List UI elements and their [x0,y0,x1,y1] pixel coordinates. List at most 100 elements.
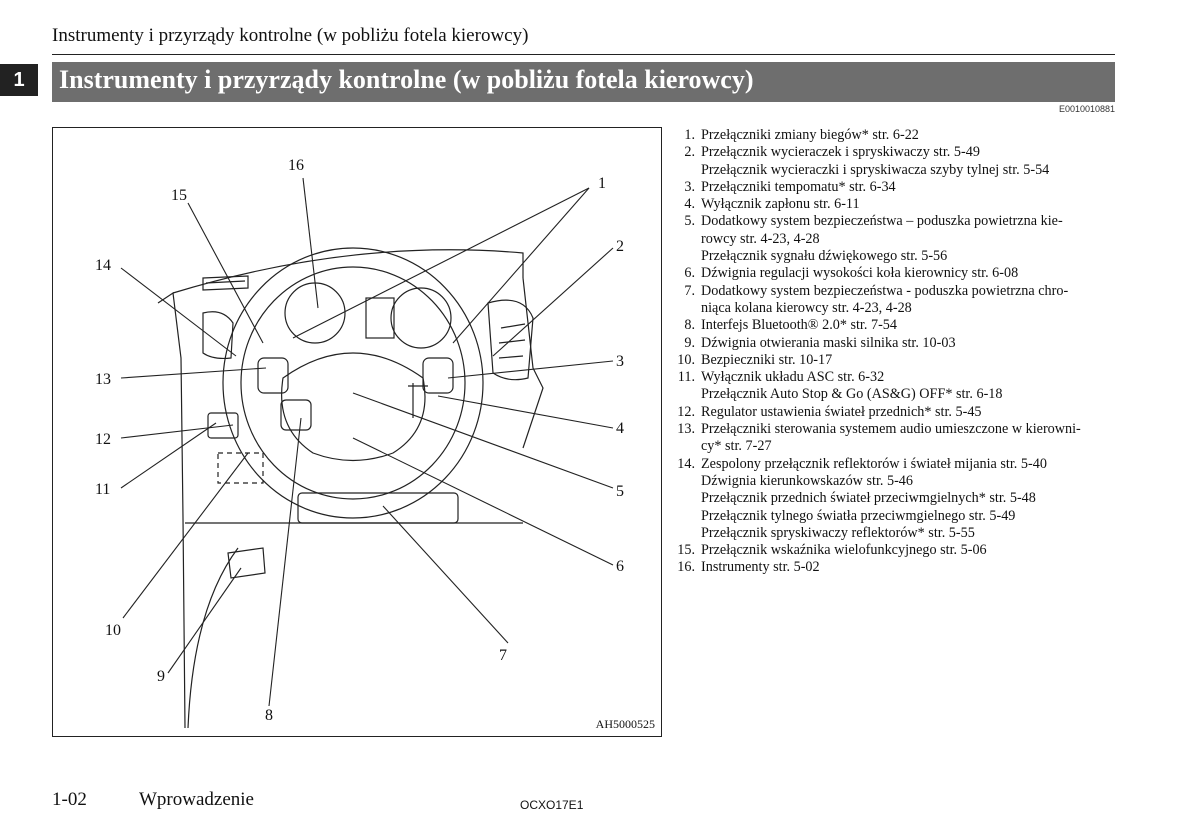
list-item-number: 8. [684,317,695,334]
list-item-number: 10. [677,351,695,368]
right-vent [487,299,534,381]
callout-12: 12 [95,431,111,448]
list-item-number: 4. [684,196,695,213]
footer-code: OCXO17E1 [520,798,584,812]
doc-code: E0010010881 [1058,104,1115,114]
list-item-text: Zespolony przełącznik reflektorów i świa… [701,455,1047,472]
list-item-text: Instrumenty str. 5-02 [701,559,820,576]
dashboard-right-edge [522,277,544,449]
callout-8: 8 [265,707,273,724]
list-item-text: Przełącznik wycieraczek i spryskiwaczy s… [701,144,980,161]
list-item: 12. Regulator ustawienia świateł przednic… [675,404,1115,421]
steering-wheel-rim [222,247,484,519]
knee-airbag [297,492,459,524]
list-item-text: Przełącznik tylnego światła przeciwmgiel… [701,507,1016,524]
cruise-switches [422,357,454,394]
list-item-number: 9. [684,334,695,351]
lower-console [185,522,523,729]
callout-5: 5 [616,483,624,500]
list-item-number: 11. [677,369,695,386]
tachometer [284,282,346,344]
list-item-text: Dodatkowy system bezpieczeństwa – podusz… [701,213,1063,230]
running-header: Instrumenty i przyrządy kontrolne (w pob… [52,25,529,46]
figure-box: 1 2 3 4 5 6 7 8 9 10 11 12 13 14 15 16 A… [52,127,662,737]
list-item-text: Przełączniki sterowania systemem audio u… [701,421,1081,438]
speedometer [390,287,452,349]
list-item-number: 5. [684,213,695,230]
chapter-tab: 1 [0,64,38,96]
list-item-number: 14. [677,455,695,472]
section-title: Instrumenty i przyrządy kontrolne (w pob… [59,65,754,94]
callout-4: 4 [616,420,624,437]
info-display [365,297,395,339]
list-item-text: Przełączniki zmiany biegów* str. 6-22 [701,127,919,143]
audio-switches [257,357,289,394]
list-item-number: 13. [677,421,695,438]
list-item-text: Przełącznik spryskiwaczy reflektorów* st… [701,524,975,541]
list-item-number: 2. [684,144,695,161]
callout-6: 6 [616,558,624,575]
list-item-text: Dźwignia otwierania maski silnika str. 1… [701,334,956,351]
list-item-number: 3. [684,178,695,195]
airbag-hub [281,352,426,462]
list-item-text: Przełącznik wskaźnika wielofunkcyjnego s… [701,542,987,559]
list-item-number: 12. [677,403,695,420]
list-item: 16. Instrumenty str. 5-02 [675,559,1115,576]
list-item-text: Dodatkowy system bezpieczeństwa - podusz… [701,282,1069,299]
list-item: 8.Interfejs Bluetooth® 2.0* str. 7-54 [675,317,1115,334]
left-vent [202,275,249,360]
ignition-switch [408,383,428,418]
list-item: 2. Przełącznik wycieraczek i spryskiwaczy… [675,144,1115,179]
list-item-number: 16. [677,559,695,576]
footer-section: Wprowadzenie [139,789,254,810]
list-item: 1. Przełączniki zmiany biegów* str. 6-22 [675,127,1115,144]
list-item-text: Dźwignia kierunkowskazów str. 5-46 [701,472,913,489]
list-item-number: 6. [684,265,695,282]
list-item-text: rowcy str. 4-23, 4-28 [701,230,820,247]
dashboard-illustration: 1 2 3 4 5 6 7 8 9 10 11 12 13 14 15 16 [95,157,624,729]
section-title-bar: Instrumenty i przyrządy kontrolne (w pob… [52,62,1115,102]
list-item-text: Dźwignia regulacji wysokości koła kierow… [701,265,1019,282]
list-item-text: Przełącznik sygnału dźwiękowego str. 5-5… [701,248,948,265]
callout-3: 3 [616,353,624,370]
callout-15: 15 [171,187,187,204]
list-item-number: 15. [677,542,695,559]
callout-7: 7 [499,647,507,664]
list-item-text: Przełącznik Auto Stop & Go (AS&G) OFF* s… [701,386,1003,403]
list-item: 6. Dźwignia regulacji wysokości koła kier… [675,265,1115,282]
callout-9: 9 [157,668,165,685]
list-item: 9. Dźwignia otwierania maski silnika str.… [675,335,1115,352]
list-item: 5. Dodatkowy system bezpieczeństwa – podu… [675,213,1115,265]
list-item: 13. Przełączniki sterowania systemem audi… [675,421,1115,456]
list-item: 14. Zespolony przełącznik reflektorów i ś… [675,456,1115,542]
header-rule [52,54,1115,55]
bluetooth-switches [280,399,312,431]
list-item-text: Regulator ustawienia świateł przednich* … [701,403,982,420]
list-item-text: Bezpieczniki str. 10-17 [701,351,833,368]
list-item-text: Wyłącznik układu ASC str. 6-32 [701,369,885,386]
list-item: 3. Przełączniki tempomatu* str. 6-34 [675,179,1115,196]
callout-14: 14 [95,257,111,274]
list-item-text: Przełącznik przednich świateł przeciwmgi… [701,490,1036,507]
callout-2: 2 [616,238,624,255]
list-item: 7. Dodatkowy system bezpieczeństwa - podu… [675,283,1115,318]
footer-page-number: 1-02 [52,789,87,810]
list-item-number: 1. [684,127,695,143]
fuse-box [217,452,264,484]
dashboard-top-line [172,249,524,294]
list-item-text: niąca kolana kierowcy str. 4-23, 4-28 [701,299,912,316]
dashboard-left-edge [157,291,186,729]
list-item-number: 7. [684,282,695,299]
list-item-text: Wyłącznik zapłonu str. 6-11 [701,196,860,213]
list-item: 4. Wyłącznik zapłonu str. 6-11 [675,196,1115,213]
callout-13: 13 [95,371,111,388]
list-item-text: cy* str. 7-27 [701,438,772,455]
callout-1: 1 [598,175,606,192]
list-item: 10. Bezpieczniki str. 10-17 [675,352,1115,369]
hood-release [227,547,266,579]
figure-id: AH5000525 [595,717,655,731]
list-item-text: Przełączniki tempomatu* str. 6-34 [701,178,896,195]
asc-switch [207,412,239,439]
